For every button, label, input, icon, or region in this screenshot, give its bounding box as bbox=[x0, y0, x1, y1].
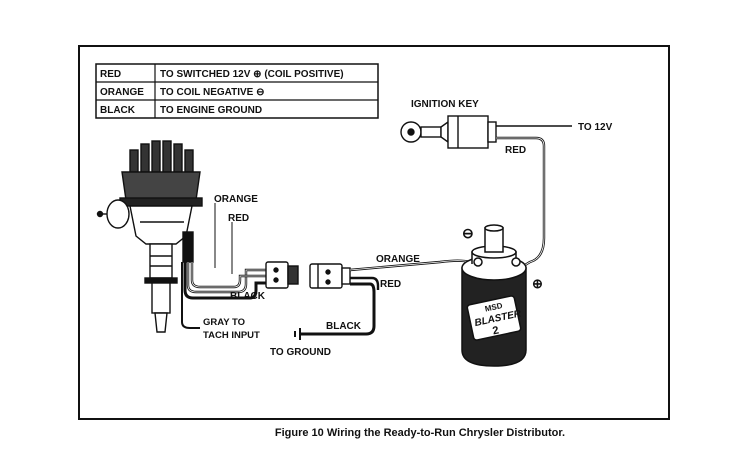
ignition-key-illustration bbox=[400, 115, 497, 149]
ignition-key-label: IGNITION KEY bbox=[411, 99, 479, 110]
distributor-wire-harness bbox=[181, 203, 266, 329]
diagram-frame bbox=[78, 45, 670, 420]
legend-desc-black: TO ENGINE GROUND bbox=[160, 105, 262, 116]
weatherpack-connector bbox=[265, 261, 351, 289]
color-legend-table: RED TO SWITCHED 12V ⊕ (COIL POSITIVE) OR… bbox=[95, 63, 379, 119]
figure-caption: Figure 10 Wiring the Ready-to-Run Chrysl… bbox=[274, 427, 566, 439]
gray-tach-label-line2: TACH INPUT bbox=[203, 330, 260, 341]
black-distributor-wire-label: BLACK bbox=[230, 291, 266, 302]
coil-brand-label: MSD bbox=[484, 301, 503, 314]
legend-color-black: BLACK bbox=[100, 105, 136, 116]
legend-color-red: RED bbox=[100, 69, 121, 80]
red-key-wire-label: RED bbox=[505, 145, 526, 156]
orange-coil-wire-label: ORANGE bbox=[376, 254, 420, 265]
red-distributor-wire-label: RED bbox=[228, 213, 249, 224]
coil-number-label: 2 bbox=[492, 324, 500, 337]
orange-distributor-wire-label: ORANGE bbox=[214, 194, 258, 205]
black-ground-wire-label: BLACK bbox=[326, 321, 362, 332]
to-12v-label: TO 12V bbox=[578, 122, 613, 133]
to-ground-label: TO GROUND bbox=[270, 347, 331, 358]
legend-desc-red: TO SWITCHED 12V ⊕ (COIL POSITIVE) bbox=[160, 69, 344, 80]
legend-desc-orange: TO COIL NEGATIVE ⊖ bbox=[160, 87, 265, 98]
coil-negative-symbol: ⊖ bbox=[462, 225, 474, 241]
ignition-coil-illustration bbox=[461, 224, 527, 367]
gray-tach-label-line1: GRAY TO bbox=[203, 317, 245, 328]
ignition-feed-wires bbox=[496, 125, 572, 270]
red-coil-wire-label: RED bbox=[380, 279, 401, 290]
distributor-illustration bbox=[96, 140, 203, 333]
legend-color-orange: ORANGE bbox=[100, 87, 144, 98]
coil-positive-symbol: ⊕ bbox=[532, 276, 543, 291]
